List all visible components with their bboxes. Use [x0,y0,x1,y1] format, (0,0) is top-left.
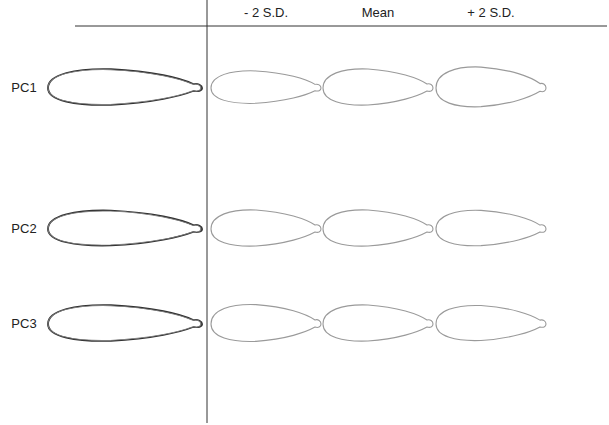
row-label: PC2 [11,221,36,237]
header-rule [75,26,607,27]
shape-outline [323,210,433,246]
shape-outline [323,305,433,341]
column-divider [207,0,208,423]
row-label: PC1 [11,80,36,96]
column-header: + 2 S.D. [467,5,514,21]
shape-outline [48,70,201,105]
column-header: - 2 S.D. [244,5,288,21]
column-header: Mean [362,5,395,21]
shape-outline [323,69,433,105]
shape-outline [436,67,546,107]
shape-outline [48,210,202,246]
shape-outline [436,210,546,246]
shape-outline [211,71,321,104]
shape-outline [211,210,321,246]
model-shapes [211,67,546,341]
shape-outline [48,211,201,245]
shape-outline [48,306,201,341]
shape-outline [436,305,546,340]
shape-outline [211,305,321,342]
row-label: PC3 [11,316,36,332]
shape-outline [48,305,202,341]
shape-outline [48,69,202,105]
observed-shapes [48,69,202,341]
